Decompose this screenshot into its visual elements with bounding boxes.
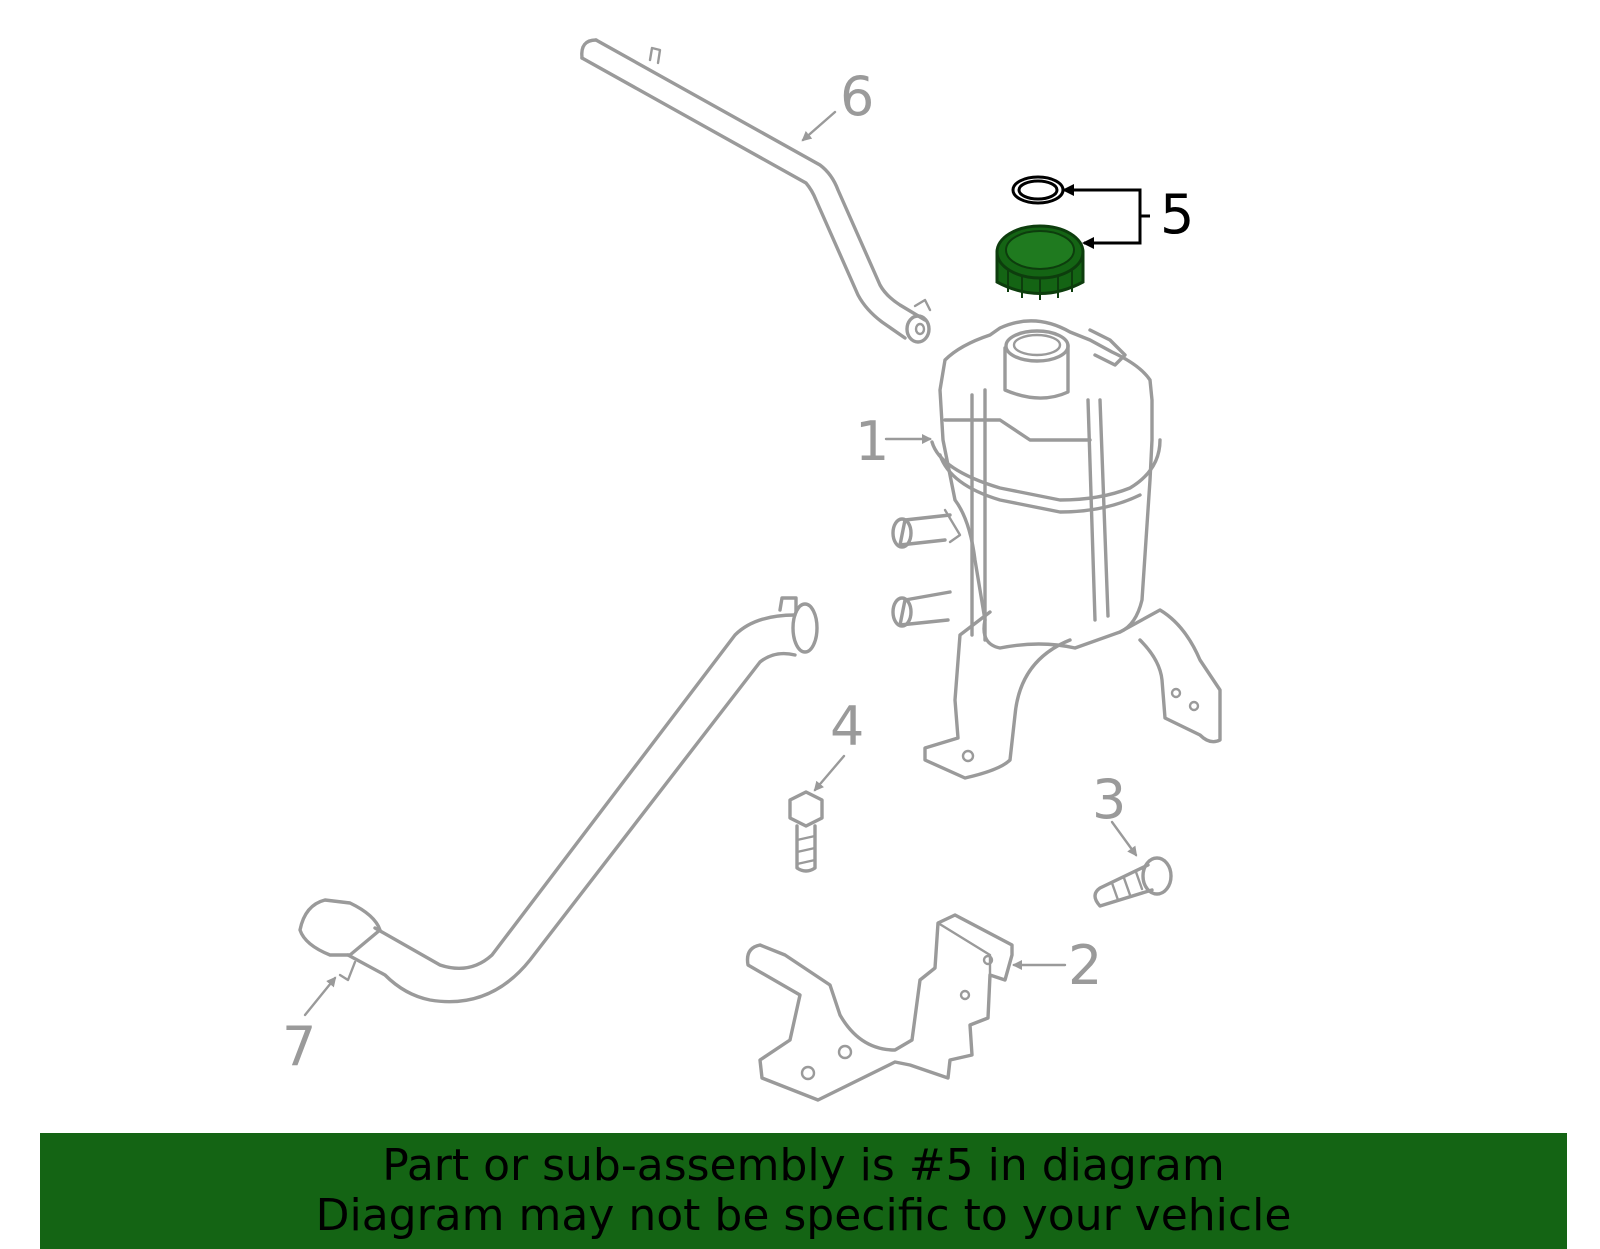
leader-5 [1062,184,1150,249]
info-banner: Part or sub-assembly is #5 in diagram Di… [40,1133,1567,1249]
leader-7 [303,976,337,1017]
callout-3: 3 [1092,768,1126,831]
part-5-cap-and-seal[interactable] [995,175,1085,300]
part-2-bracket[interactable] [745,913,1014,1102]
callout-4: 4 [830,695,864,758]
callout-6: 6 [840,65,874,128]
banner-line-2: Diagram may not be specific to your vehi… [315,1190,1292,1241]
banner-line-1: Part or sub-assembly is #5 in diagram [382,1140,1225,1191]
callout-2: 2 [1068,934,1102,997]
part-3-bolt[interactable] [1093,856,1173,908]
callout-7: 7 [282,1015,316,1078]
part-1-coolant-reservoir[interactable] [891,319,1222,780]
callout-1: 1 [855,410,889,473]
leader-6 [801,110,837,142]
part-4-bolt[interactable] [788,790,824,873]
callout-5: 5 [1160,183,1194,246]
part-6-upper-hose[interactable] [580,38,932,344]
leader-4 [813,754,846,792]
leader-3 [1110,820,1138,857]
part-7-lower-hose[interactable] [298,596,819,1004]
